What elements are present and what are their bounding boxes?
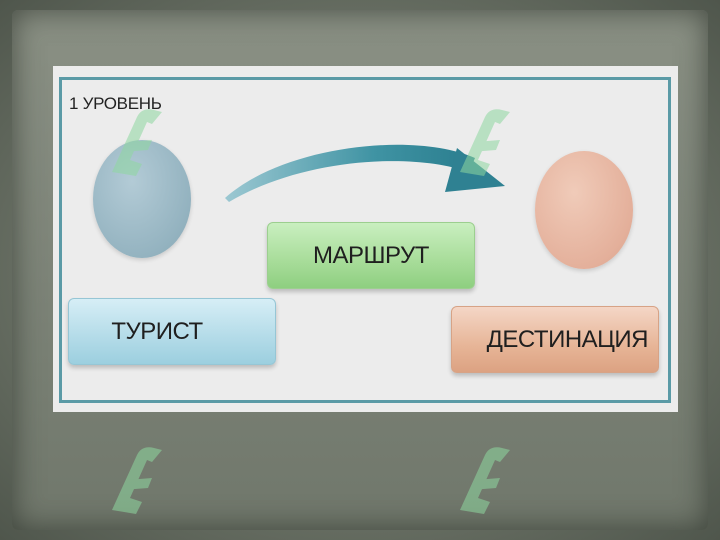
diagram-border [59,77,671,403]
arrow-shaft [225,144,475,202]
destination-box: ДЕСТИНАЦИЯ [451,306,659,373]
soft-logo-watermark-icon [112,109,162,176]
tourist-label: ТУРИСТ [111,317,203,345]
slide-panel: 1 УРОВЕНЬ МАРШРУТ ТУРИСТ ДЕСТИНАЦИЯ [53,66,678,412]
soft-logo-watermark-icon [460,447,510,514]
destination-circle [535,151,633,269]
soft-logo-watermark-icon [460,109,510,176]
destination-label: ДЕСТИНАЦИЯ [486,325,649,353]
level-title: 1 УРОВЕНЬ [69,94,162,113]
soft-logo-watermark-icon [112,447,162,514]
route-box: МАРШРУТ [267,222,475,289]
route-label: МАРШРУТ [313,241,429,269]
tourist-box: ТУРИСТ [68,298,276,365]
tourist-circle [93,140,191,258]
